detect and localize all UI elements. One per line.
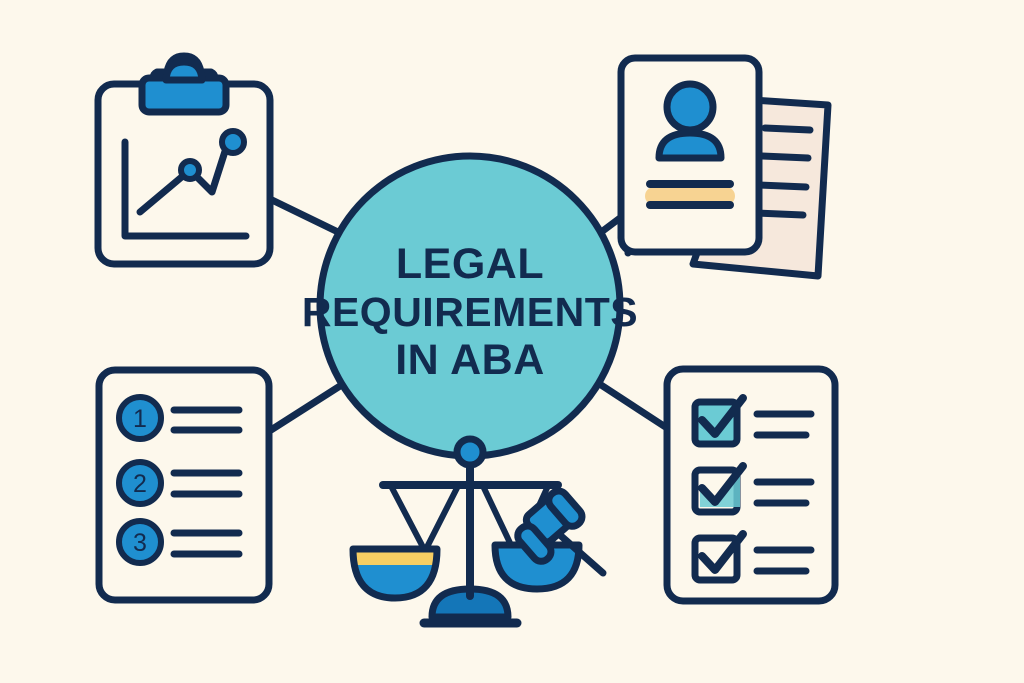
gavel-cap	[545, 487, 586, 530]
check-icon	[698, 394, 747, 438]
list-number-label: 1	[133, 405, 147, 433]
list-number-label: 3	[133, 529, 147, 557]
scale-right-pan	[491, 541, 583, 593]
list-number-badge	[116, 394, 164, 442]
scale-knob	[453, 435, 487, 469]
connector-clipboard	[268, 196, 344, 237]
id-card-icon[interactable]	[617, 54, 832, 280]
gavel-icon	[514, 487, 607, 577]
center-title-line-3: IN ABA	[395, 336, 545, 384]
scale-left-pan	[349, 545, 441, 602]
checkbox[interactable]	[691, 534, 741, 584]
checkbox[interactable]	[691, 398, 741, 448]
checklist-icon[interactable]	[663, 365, 839, 605]
numbered-list-icon[interactable]: 1 2 3	[95, 366, 273, 604]
chart-line	[136, 138, 232, 216]
center-title-line-1: LEGAL	[396, 240, 544, 288]
checklist-item[interactable]	[691, 530, 815, 584]
id-card-highlight	[645, 187, 735, 205]
avatar-shoulders	[655, 129, 725, 162]
avatar-head	[663, 80, 717, 134]
scale-left-hanger	[388, 483, 461, 554]
chart-axes	[121, 138, 250, 240]
list-number-badge	[116, 518, 164, 566]
connector-numbered-list	[267, 382, 344, 434]
central-concept-circle[interactable]: LEGAL REQUIREMENTS IN ABA	[302, 152, 638, 460]
check-icon	[698, 530, 747, 574]
checklist-item[interactable]	[691, 462, 815, 516]
list-item: 2	[116, 459, 243, 507]
list-item: 3	[116, 518, 243, 566]
check-icon	[698, 462, 747, 506]
connector-checklist	[594, 379, 674, 434]
scales-gavel-icon[interactable]	[349, 435, 607, 628]
avatar	[655, 80, 725, 162]
list-item: 1	[116, 394, 243, 442]
gavel-cap	[514, 522, 555, 565]
clipboard-chart-icon[interactable]	[94, 52, 274, 268]
checklist-item[interactable]	[691, 394, 815, 448]
chart-point-marker	[178, 158, 202, 182]
list-number-label: 2	[133, 470, 147, 498]
list-number-badge	[116, 459, 164, 507]
document-back-lines	[753, 124, 814, 219]
center-title-line-2: REQUIREMENTS	[302, 289, 638, 335]
chart-point-marker	[219, 128, 247, 156]
clipboard-clip-knob	[162, 58, 206, 84]
